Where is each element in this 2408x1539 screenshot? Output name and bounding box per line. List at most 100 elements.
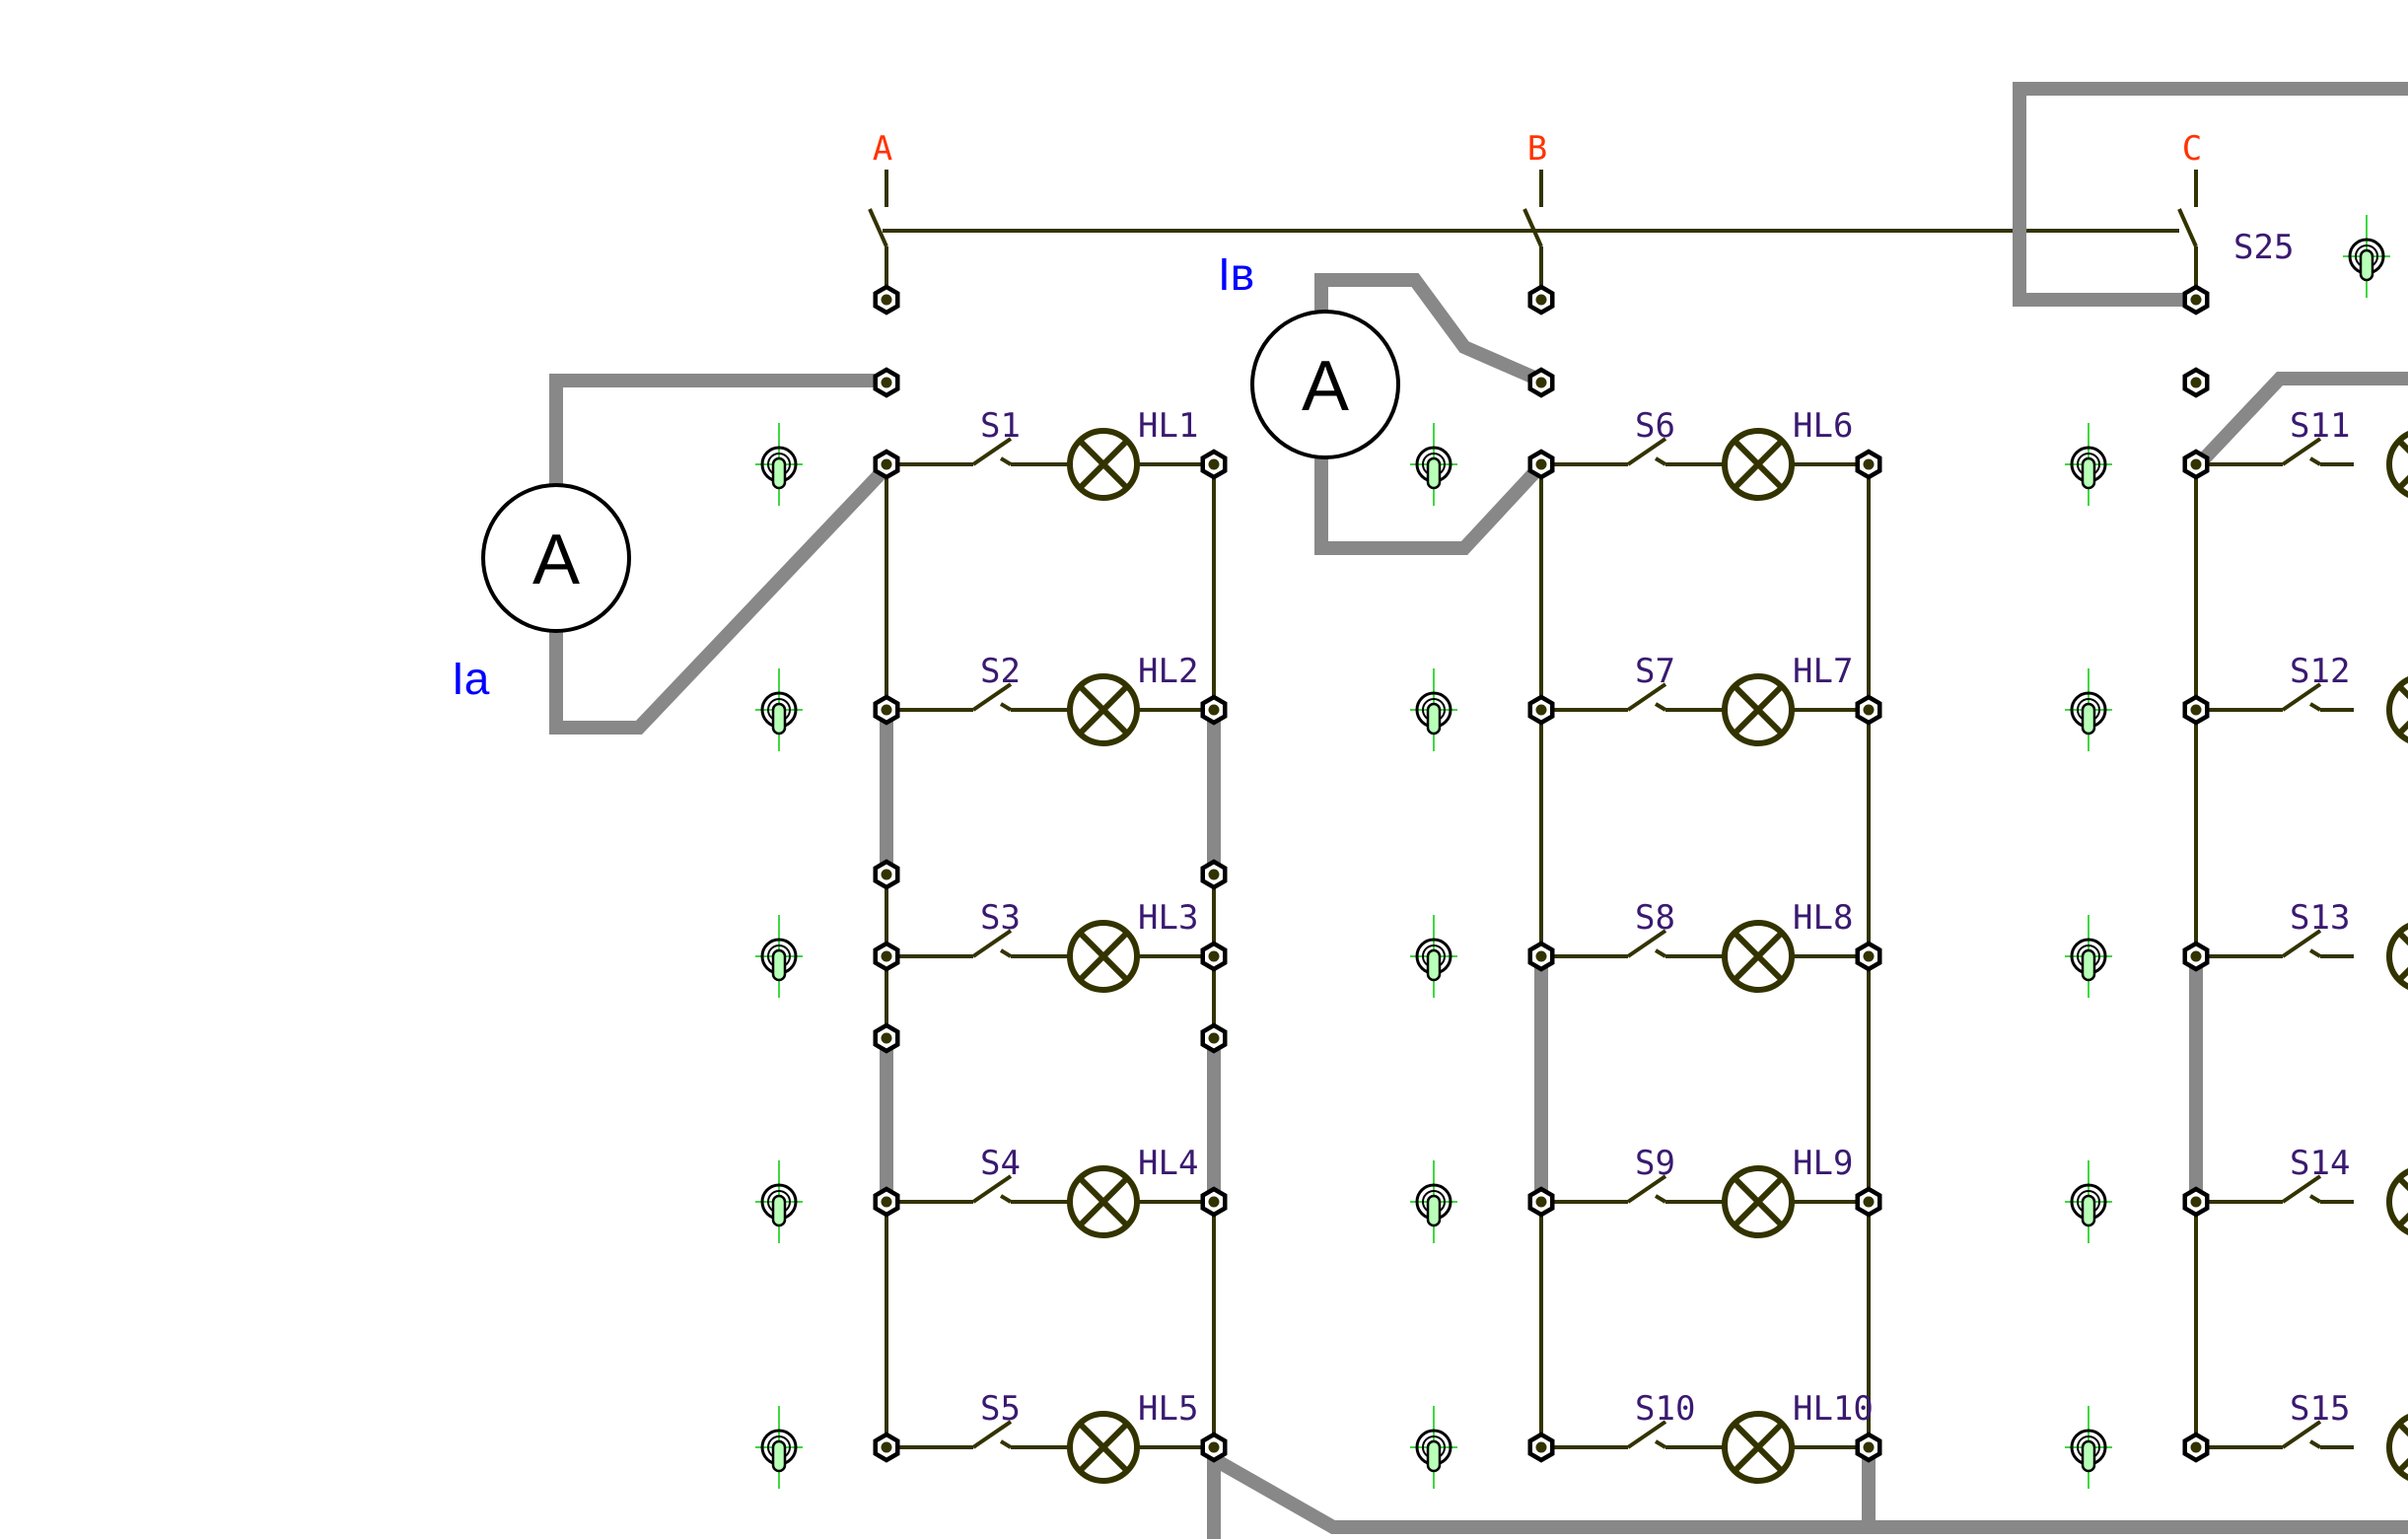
- toggle-switch-icon: [2065, 423, 2112, 506]
- lamp-cross: [2396, 1212, 2408, 1228]
- toggle-switch-icon: [1410, 915, 1457, 998]
- terminal-core: [881, 377, 892, 388]
- terminal-core: [1535, 704, 1547, 716]
- switch-tail: [1654, 1439, 1667, 1449]
- lamp-label: HL8: [1793, 898, 1853, 938]
- terminal-icon: [1855, 1432, 1882, 1463]
- terminal-core: [2190, 950, 2202, 962]
- terminal-icon: [873, 1022, 900, 1054]
- terminal-icon: [873, 1432, 900, 1463]
- toggle-switch-icon: [2065, 1406, 2112, 1489]
- terminal-icon: [1200, 859, 1228, 890]
- switch-blade: [1626, 929, 1667, 958]
- switch-label: S2: [980, 652, 1021, 691]
- terminal-core: [1863, 1441, 1875, 1453]
- lamp-icon: [2386, 431, 2408, 498]
- lamp-label: HL3: [1138, 898, 1198, 938]
- lamp-circle: [2386, 1414, 2408, 1481]
- terminal-core: [2190, 1441, 2202, 1453]
- jumper-b-to-meter: [1314, 273, 1544, 387]
- terminal-core: [1208, 1032, 1220, 1044]
- ammeter-icon: A: [481, 483, 631, 633]
- lamp-cross: [1077, 683, 1130, 736]
- switch-blade: [1626, 1420, 1667, 1449]
- switch-tail: [999, 948, 1013, 958]
- phase-switch-blade: [1523, 208, 1543, 247]
- switch-blade: [2281, 929, 2322, 958]
- lamp-cross: [2396, 474, 2408, 491]
- toggle-switch-icon: [1410, 1406, 1457, 1489]
- lamp-label: HL5: [1138, 1389, 1198, 1429]
- terminal-icon: [873, 1186, 900, 1218]
- switch-blade: [971, 682, 1013, 712]
- toggle-switch-icon: [755, 423, 803, 506]
- lamp-icon: [1722, 428, 1795, 501]
- terminal-icon: [1200, 1022, 1228, 1054]
- lamp-circle: [2386, 923, 2408, 990]
- lamp-cross: [2396, 966, 2408, 983]
- switch-label: S10: [1635, 1389, 1695, 1429]
- lamp-icon: [1067, 673, 1140, 746]
- lamp-label: HL9: [1793, 1144, 1853, 1183]
- lamp-cross: [2396, 930, 2408, 946]
- terminal-icon: [873, 941, 900, 972]
- lamp-icon: [1722, 1411, 1795, 1484]
- toggle-lever: [1426, 702, 1442, 735]
- terminal-icon: [1527, 1186, 1555, 1218]
- toggle-lever: [1426, 456, 1442, 490]
- toggle-switch-icon: [755, 915, 803, 998]
- terminal-icon: [1855, 449, 1882, 480]
- terminal-core: [881, 1441, 892, 1453]
- switch-blade: [1626, 437, 1667, 466]
- lamp-cross: [1732, 1421, 1785, 1474]
- switch-blade: [2281, 1174, 2322, 1204]
- toggle-lever: [771, 1194, 787, 1227]
- terminal-core: [1535, 1196, 1547, 1208]
- lamp-label: HL7: [1793, 652, 1853, 691]
- switch-tail: [1654, 702, 1667, 712]
- terminal-core: [1535, 950, 1547, 962]
- switch-label: S7: [1635, 652, 1675, 691]
- switch-blade: [1626, 1174, 1667, 1204]
- terminal-core: [1863, 1196, 1875, 1208]
- switch-tail: [1654, 1194, 1667, 1204]
- switch-tail: [1654, 456, 1667, 466]
- phase-label-a: A: [873, 129, 892, 169]
- toggle-lever: [2081, 456, 2096, 490]
- switch-blade: [1626, 682, 1667, 712]
- lamp-circle: [2386, 676, 2408, 743]
- lamp-icon: [1722, 673, 1795, 746]
- terminal-icon: [1200, 449, 1228, 480]
- toggle-switch-icon: [2065, 915, 2112, 998]
- switch-tail: [999, 456, 1013, 466]
- toggle-lever: [771, 702, 787, 735]
- terminal-core: [1208, 950, 1220, 962]
- switch-tail: [2308, 702, 2322, 712]
- terminal-core: [2190, 704, 2202, 716]
- toggle-lever: [771, 456, 787, 490]
- terminal-core: [1208, 458, 1220, 470]
- components-layer: AA: [481, 215, 2408, 1489]
- toggle-switch-icon: [1410, 423, 1457, 506]
- terminal-icon: [2182, 284, 2210, 315]
- terminal-icon: [1527, 694, 1555, 726]
- ammeter-letter: A: [532, 521, 580, 599]
- phase-label-b: B: [1527, 129, 1547, 169]
- terminal-icon: [1200, 1432, 1228, 1463]
- switch-label: S12: [2290, 652, 2350, 691]
- lamp-cross: [1077, 438, 1130, 491]
- terminal-core: [2190, 1196, 2202, 1208]
- toggle-switch-icon: [2343, 215, 2390, 298]
- switch-label: S8: [1635, 898, 1675, 938]
- lamp-icon: [1722, 1165, 1795, 1238]
- switch-tail: [999, 1194, 1013, 1204]
- terminal-icon: [1527, 449, 1555, 480]
- switch-tail: [2308, 456, 2322, 466]
- toggle-switch-icon: [1410, 1160, 1457, 1243]
- terminal-core: [1535, 1441, 1547, 1453]
- terminal-icon: [1855, 941, 1882, 972]
- toggle-switch-icon: [2065, 1160, 2112, 1243]
- lamp-cross: [2396, 1175, 2408, 1192]
- phase-label-c: C: [2182, 129, 2202, 169]
- terminal-icon: [873, 694, 900, 726]
